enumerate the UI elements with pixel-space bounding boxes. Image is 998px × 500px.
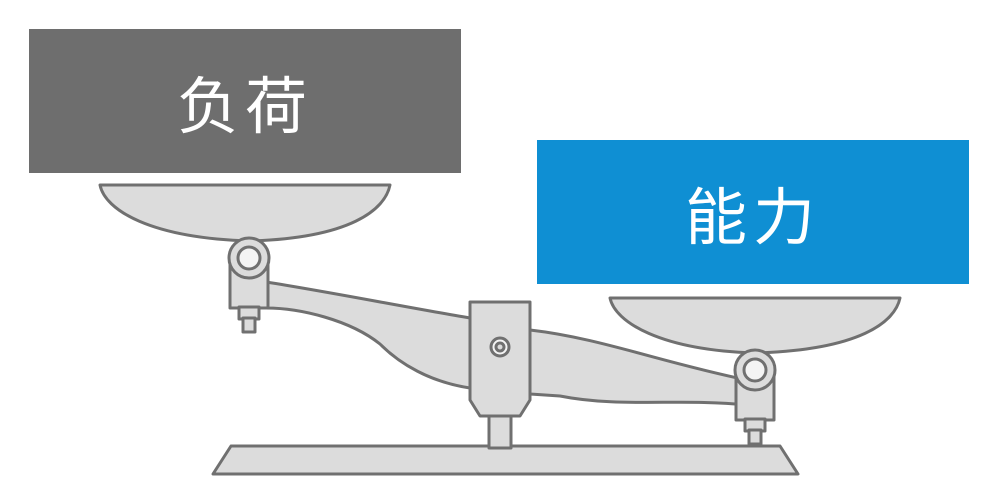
left-pan-knob-inner: [236, 245, 262, 271]
right-pan-tip: [747, 428, 763, 446]
capacity-box: 能力: [537, 140, 969, 284]
left-pan-tip: [241, 316, 257, 334]
load-label: 负荷: [176, 70, 313, 143]
right-pan-knob-inner: [742, 357, 768, 383]
scale-base: [211, 444, 800, 476]
capacity-label: 能力: [684, 181, 821, 254]
right-pan: [608, 296, 902, 355]
load-box: 负荷: [29, 29, 461, 173]
balance-scale: [98, 183, 902, 476]
pivot-center: [494, 341, 506, 353]
scale-pivot: [468, 300, 532, 418]
left-pan: [98, 183, 392, 243]
